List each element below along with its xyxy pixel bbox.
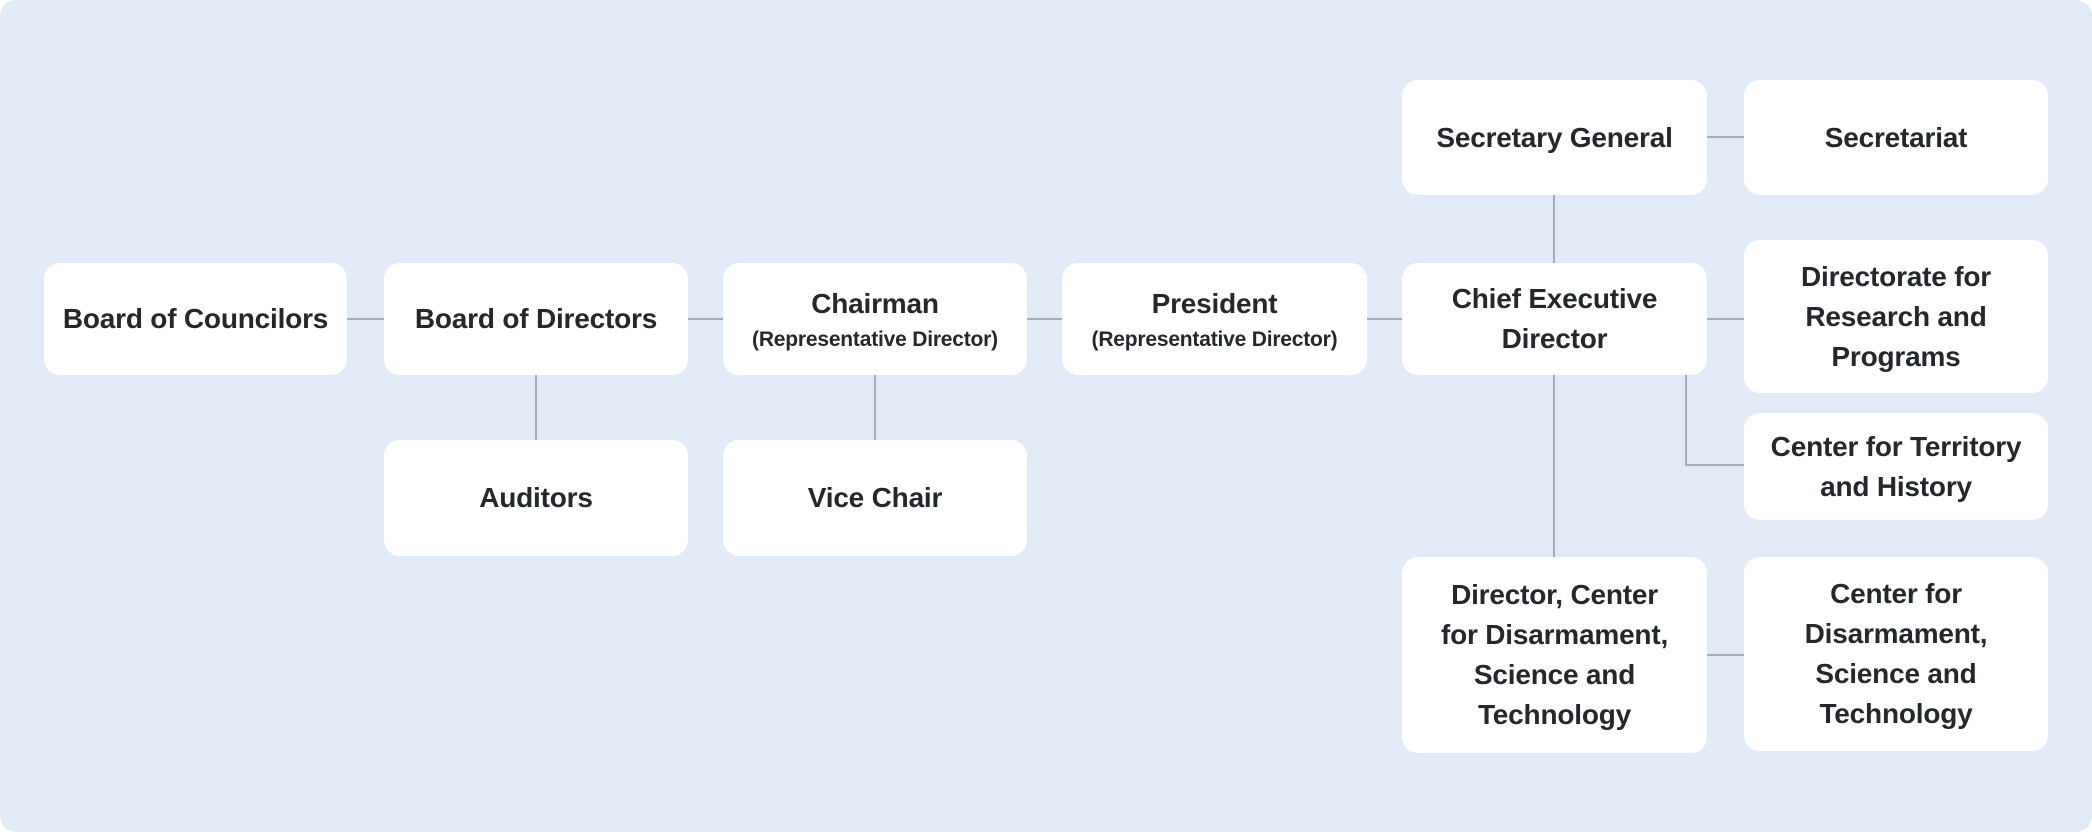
node-president: President (Representative Director) <box>1062 263 1367 375</box>
node-label: Secretariat <box>1824 121 1968 153</box>
node-label: President <box>1151 288 1278 319</box>
node-chairman: Chairman (Representative Director) <box>723 263 1027 375</box>
node-label: Directorate for Research and Programs <box>1801 260 1991 372</box>
node-label: Vice Chair <box>807 482 943 513</box>
node-label: Secretary General <box>1436 121 1673 153</box>
connector-chairman-vicechair <box>874 375 876 440</box>
connector-ced-centerterritory-elbow-h <box>1686 464 1744 466</box>
node-label: Chairman <box>811 288 939 319</box>
node-secretary-general: Secretary General <box>1402 80 1707 195</box>
connector-ced-directorate <box>1707 318 1744 320</box>
node-board-of-councilors: Board of Councilors <box>44 263 347 375</box>
node-label: Board of Directors <box>414 303 658 334</box>
node-director-center-for-disarmament-science-and-technology: Director, Center for Disarmament, Scienc… <box>1402 557 1707 753</box>
connector-secgeneral-ced <box>1553 195 1555 263</box>
node-sublabel: (Representative Director) <box>1091 328 1338 351</box>
node-center-for-territory-and-history: Center for Territory and History <box>1744 413 2048 520</box>
connector-directors-chairman <box>688 318 723 320</box>
node-chief-executive-director: Chief Executive Director <box>1402 263 1707 375</box>
node-sublabel: (Representative Director) <box>752 328 998 351</box>
node-center-for-disarmament-science-and-technology: Center for Disarmament, Science and Tech… <box>1744 557 2048 751</box>
connector-directorcdst-centercdst <box>1707 654 1744 656</box>
node-directorate-for-research-and-programs: Directorate for Research and Programs <box>1744 240 2048 393</box>
connector-president-ced <box>1367 318 1402 320</box>
connector-chairman-president <box>1027 318 1062 320</box>
node-vice-chair: Vice Chair <box>723 440 1027 556</box>
connector-ced-centerterritory-elbow-v <box>1685 375 1687 466</box>
connector-councilors-directors <box>347 318 384 320</box>
node-label: Chief Executive Director <box>1451 283 1658 354</box>
connector-secgeneral-secretariat <box>1707 136 1744 138</box>
node-label: Auditors <box>479 482 593 513</box>
node-label: Director, Center for Disarmament, Scienc… <box>1440 579 1669 730</box>
node-label: Center for Territory and History <box>1770 430 2022 502</box>
connector-ced-directorcdst <box>1553 375 1555 557</box>
node-secretariat: Secretariat <box>1744 80 2048 195</box>
node-label: Center for Disarmament, Science and Tech… <box>1804 578 1988 729</box>
node-board-of-directors: Board of Directors <box>384 263 688 375</box>
node-auditors: Auditors <box>384 440 688 556</box>
node-label: Board of Councilors <box>62 303 329 334</box>
connector-directors-auditors <box>535 375 537 440</box>
